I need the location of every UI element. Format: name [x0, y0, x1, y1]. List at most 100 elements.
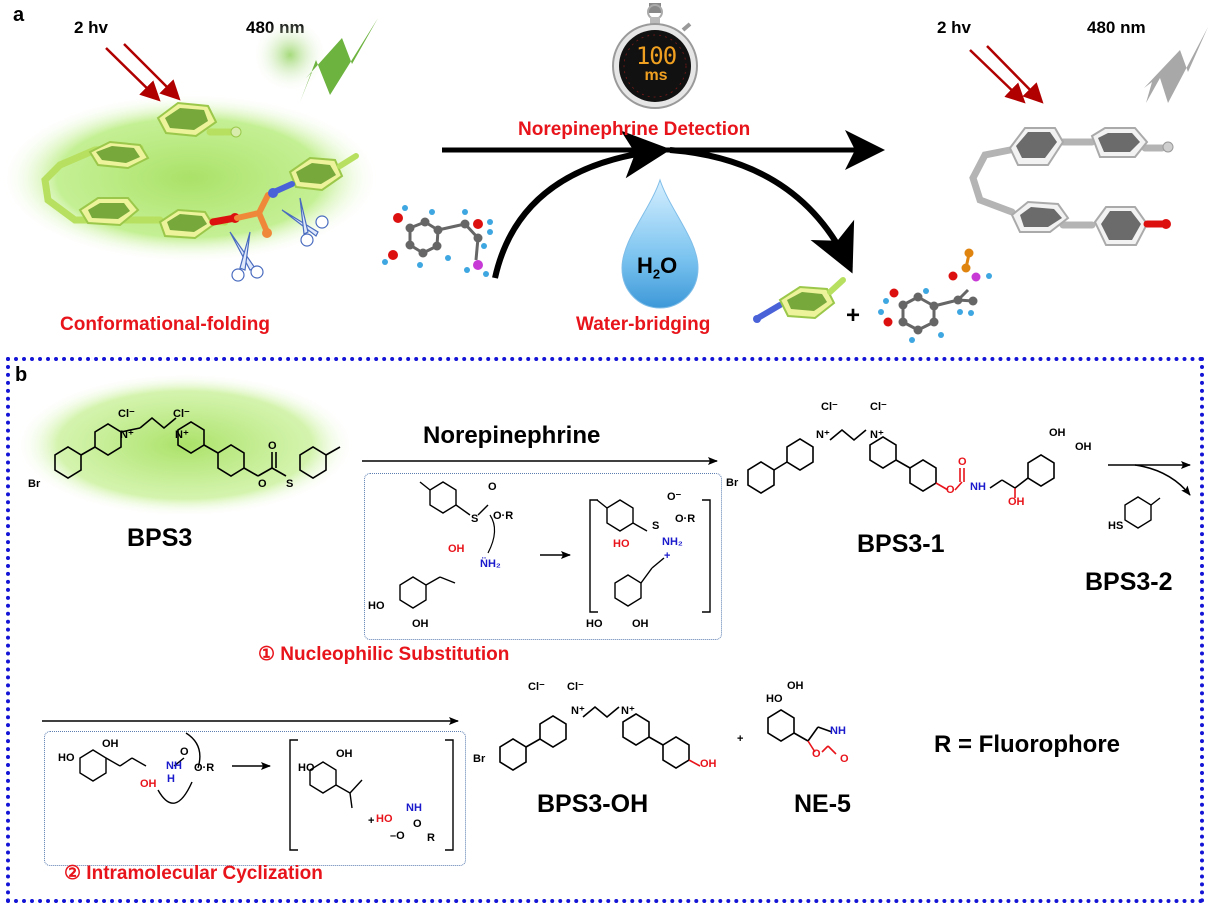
- mechanism-2-structures: [79, 732, 454, 851]
- scissors-icon: [281, 197, 329, 247]
- atom-label: +: [368, 815, 375, 827]
- atom-label: N⁺: [175, 429, 189, 441]
- mechanism-2-box: [44, 731, 466, 866]
- bps3-structure: [54, 416, 341, 479]
- excitation-arrow-icon: [105, 47, 161, 102]
- scissors-icon: [229, 231, 264, 282]
- atom-label: H: [167, 773, 175, 785]
- atom-label: Br: [28, 478, 41, 490]
- reagent-label: Norepinephrine: [423, 422, 601, 449]
- atom-label: HO: [298, 762, 315, 774]
- atom-label: OH: [787, 680, 804, 692]
- atom-label: N⁺: [870, 429, 884, 441]
- atom-label: N⁺: [816, 429, 830, 441]
- mechanism-1-structures: [399, 481, 711, 613]
- curved-arrow-in: [492, 130, 671, 279]
- atom-label: N⁺: [120, 429, 134, 441]
- atom-label: N⁺: [621, 705, 635, 717]
- panel-b-border: [6, 357, 1204, 903]
- curved-arrow-out: [669, 147, 855, 274]
- atom-label: +: [664, 550, 671, 562]
- atom-label: HO: [766, 693, 783, 705]
- atom-label: O: [268, 440, 277, 452]
- bps3-2-structure: [1124, 496, 1161, 529]
- atom-label: Cl⁻: [567, 681, 584, 693]
- plus-sign: +: [846, 302, 861, 329]
- water-formula: H2O: [637, 253, 678, 282]
- atom-label: HO: [368, 600, 385, 612]
- atom-label: OH: [1075, 441, 1092, 453]
- atom-label: HO: [376, 813, 393, 825]
- compound-label-bps3: BPS3: [127, 524, 193, 552]
- atom-label: O: [488, 481, 497, 493]
- mechanism-1-box: [364, 473, 722, 640]
- atom-label: NH₂: [662, 536, 683, 548]
- emission-bolt-icon: [300, 18, 378, 102]
- excitation-arrow-icon: [969, 49, 1026, 104]
- panel-a-label: a: [13, 4, 25, 26]
- atom-label: N̈H₂: [480, 558, 501, 570]
- step1-title: ① Nucleophilic Substitution: [258, 644, 510, 665]
- atom-label: O: [840, 753, 849, 765]
- atom-label: O·R: [493, 510, 514, 522]
- atom-label: Cl⁻: [870, 401, 887, 413]
- atom-label: O·R: [194, 762, 215, 774]
- atom-label: Br: [473, 753, 486, 765]
- atom-label: Cl⁻: [821, 401, 838, 413]
- stopwatch-icon: [612, 3, 698, 109]
- atom-label: O: [946, 484, 955, 496]
- bps3-oh-structure: [499, 705, 701, 771]
- panel-b-label: b: [15, 364, 28, 386]
- atom-label: OH: [700, 758, 717, 770]
- atom-label: Cl⁻: [118, 408, 135, 420]
- atom-label: Cl⁻: [173, 408, 190, 420]
- atom-label: O: [180, 746, 189, 758]
- atom-label: NH: [830, 725, 846, 737]
- atom-label: HO: [586, 618, 603, 630]
- atom-label: O: [258, 478, 267, 490]
- atom-label: OH: [140, 778, 157, 790]
- atom-label: S: [471, 513, 479, 525]
- atom-label: OH: [412, 618, 429, 630]
- compound-label-bps3-2: BPS3-2: [1085, 568, 1173, 596]
- atom-label: Br: [726, 477, 739, 489]
- atom-label: OH: [336, 748, 353, 760]
- atom-label: HO: [613, 538, 630, 550]
- thiophenol-fragment-model: [753, 277, 846, 323]
- r-definition: R = Fluorophore: [934, 731, 1120, 758]
- right-excitation-label: 2 hv: [937, 18, 972, 37]
- water-drop-icon: [621, 178, 699, 309]
- atom-label: OH: [1008, 496, 1025, 508]
- norepinephrine-model: [382, 205, 493, 277]
- atom-label: O: [413, 818, 422, 830]
- folding-caption: Conformational-folding: [60, 314, 271, 335]
- timer-value: 100: [635, 42, 677, 70]
- atom-label: HO: [58, 752, 75, 764]
- compound-label-bps3-1: BPS3-1: [857, 530, 945, 558]
- panel-a-graphics: [0, 3, 1208, 343]
- atom-label: Cl⁻: [528, 681, 545, 693]
- atom-label: OH: [448, 543, 465, 555]
- cleaved-probe-model: [969, 127, 1174, 246]
- step2-title: ② Intramolecular Cyclization: [64, 863, 323, 884]
- atom-label: N⁺: [571, 705, 585, 717]
- detection-title: Norepinephrine Detection: [518, 119, 751, 140]
- atom-label: O: [812, 748, 821, 760]
- atom-label: O: [958, 456, 967, 468]
- right-emission-label: 480 nm: [1087, 18, 1146, 37]
- atom-label: OH: [1049, 427, 1066, 439]
- bridging-caption: Water-bridging: [576, 314, 711, 335]
- timer-unit: ms: [644, 67, 668, 84]
- byproduct-arrow: [1134, 464, 1191, 496]
- atom-label: OH: [632, 618, 649, 630]
- excitation-arrow-icon: [123, 43, 181, 101]
- compound-label-bps3-oh: BPS3-OH: [537, 790, 649, 818]
- ne5-model: [878, 248, 992, 343]
- atom-label: O·R: [675, 513, 696, 525]
- atom-label: HS: [1108, 520, 1124, 532]
- atom-label: OH: [102, 738, 119, 750]
- atom-label: NH: [166, 760, 182, 772]
- left-excitation-label: 2 hv: [74, 18, 109, 37]
- bps3-glow: [15, 373, 355, 517]
- ne5-structure: [767, 709, 837, 755]
